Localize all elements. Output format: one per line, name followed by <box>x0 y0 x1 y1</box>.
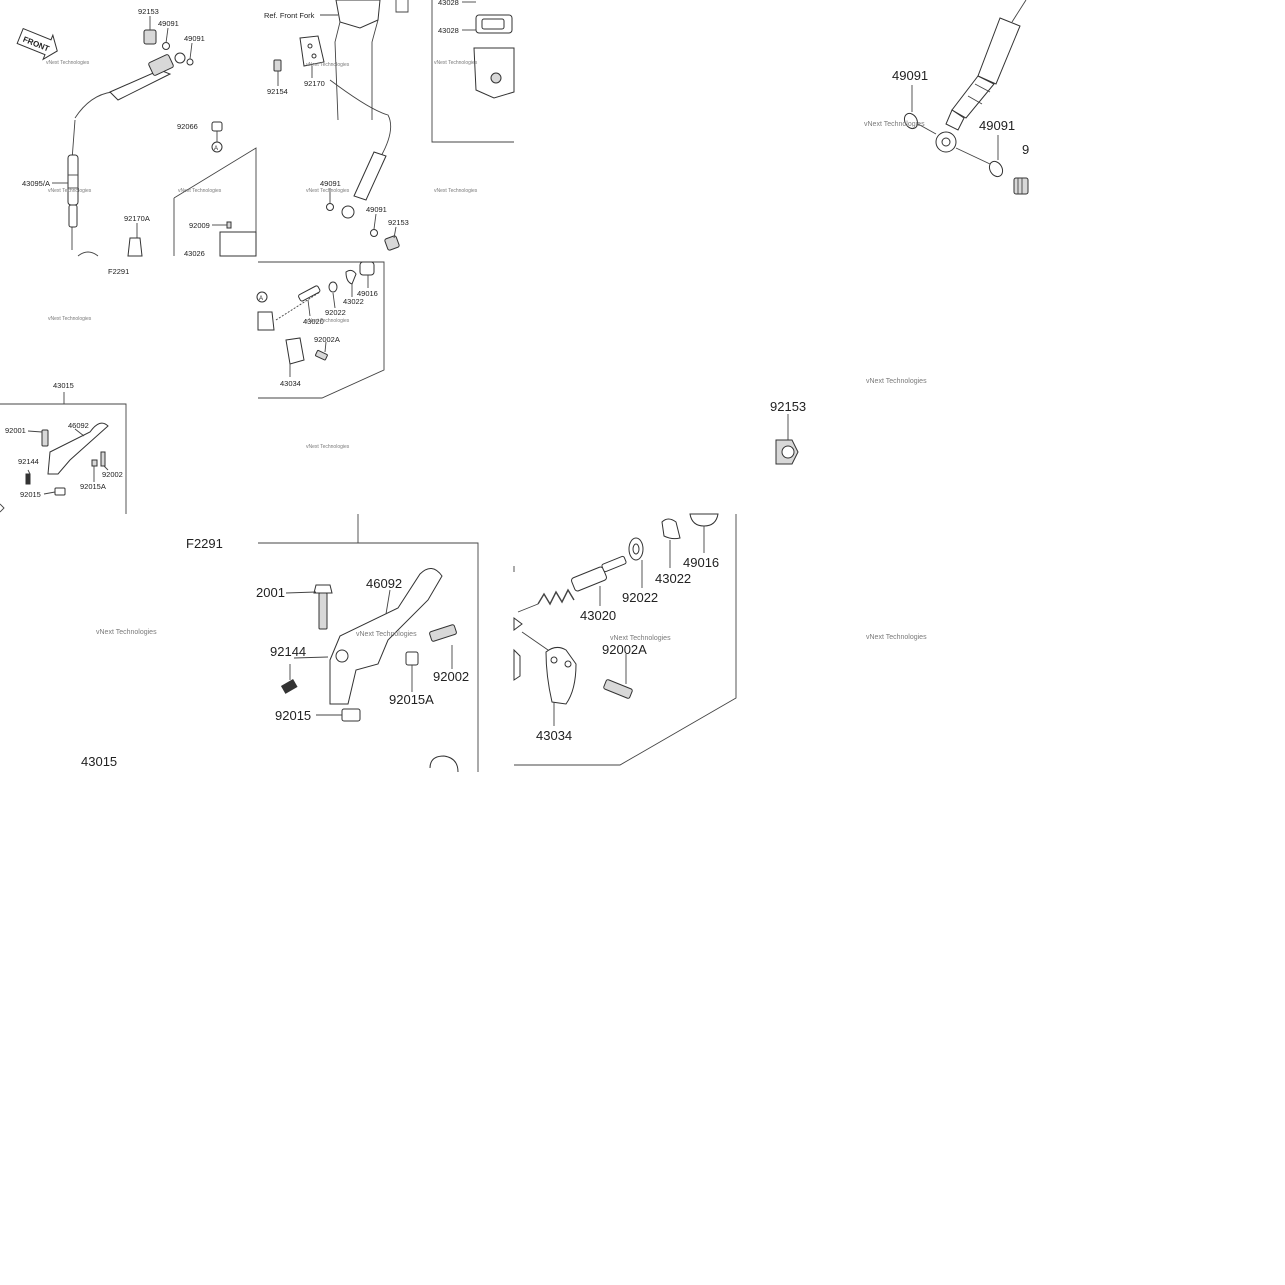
part-label: 49091 <box>892 68 928 83</box>
brake-hose <box>329 79 392 159</box>
bolt-partial <box>1013 177 1029 195</box>
part-label: 43015 <box>53 381 74 390</box>
svg-text:vNext Technologies: vNext Technologies <box>306 188 350 194</box>
part-label: 92066 <box>177 122 198 131</box>
watermark: vNext Technologies <box>866 378 927 385</box>
part-label: 49091 <box>158 19 179 28</box>
part-label: F2291 <box>108 267 129 276</box>
washer <box>988 160 1004 178</box>
svg-text:vNext Technologies: vNext Technologies <box>48 316 92 322</box>
svg-text:vNext Technologies: vNext Technologies <box>48 188 92 194</box>
part-label: 49091 <box>366 205 387 214</box>
cylinder-zoom: 43020 92022 43022 49016 43034 92002A vNe… <box>513 513 737 766</box>
part-label: 92015A <box>80 482 106 491</box>
washer <box>186 58 194 66</box>
part-label: 49091 <box>979 118 1015 133</box>
part-label: 92153 <box>770 399 806 414</box>
part-label: 92153 <box>138 7 159 16</box>
part-label: 9 <box>1022 142 1029 157</box>
lever-zoom: F2291 2001 46092 92144 92002 92015A 9201… <box>81 514 479 773</box>
part-label: 2001 <box>256 585 285 600</box>
part-label: 43015 <box>81 754 117 769</box>
watermark: vNext Technologies <box>864 121 925 128</box>
part-label: 92022 <box>325 308 346 317</box>
overview-diagram: FRONT 92153 49091 49091 A 92066 43095/ <box>0 0 515 514</box>
front-fork <box>335 0 381 29</box>
part-label: 92144 <box>270 644 306 659</box>
part-label: 43028 <box>438 0 459 7</box>
part-label: 43028 <box>438 26 459 35</box>
spring <box>537 588 575 606</box>
part-label: 49091 <box>320 179 341 188</box>
svg-text:vNext Technologies: vNext Technologies <box>434 60 478 66</box>
part-label: 92153 <box>388 218 409 227</box>
part-label: 92002A <box>602 642 647 657</box>
watermark: vNext Technologies vNext Technologies vN… <box>46 60 478 450</box>
part-label: 43022 <box>655 571 691 586</box>
svg-text:vNext Technologies: vNext Technologies <box>306 444 350 450</box>
part-label: 43034 <box>280 379 301 388</box>
boot <box>689 513 719 527</box>
watermark: vNext Technologies <box>866 634 927 641</box>
washer <box>162 42 170 50</box>
part-label: 92154 <box>267 87 288 96</box>
part-label: 46092 <box>366 576 402 591</box>
part-label: 92001 <box>5 426 26 435</box>
watermark: vNext Technologies <box>96 629 157 636</box>
washer <box>903 112 919 130</box>
part-label: 46092 <box>68 421 89 430</box>
figure-ref: F2291 <box>186 536 223 551</box>
part-label: 43026 <box>184 249 205 258</box>
part-label: 92144 <box>18 457 39 466</box>
svg-text:vNext Technologies: vNext Technologies <box>178 188 222 194</box>
part-label: 92015 <box>275 708 311 723</box>
svg-text:vNext Technologies: vNext Technologies <box>434 188 478 194</box>
callout-letter: A <box>259 296 263 302</box>
svg-text:vNext Technologies: vNext Technologies <box>46 60 90 66</box>
part-label: 43022 <box>343 297 364 306</box>
part-label: 43020 <box>580 608 616 623</box>
part-label: 92170A <box>124 214 150 223</box>
hose-zoom: 49091 49091 9 vNext Technologies <box>864 0 1029 195</box>
svg-text:vNext Technologies: vNext Technologies <box>306 62 350 68</box>
svg-text:vNext Technologies: vNext Technologies <box>306 318 350 324</box>
piston <box>571 566 607 592</box>
part-label: 49016 <box>357 289 378 298</box>
part-label: 92002A <box>314 335 340 344</box>
spring <box>280 679 298 694</box>
cable-line <box>74 91 113 119</box>
part-label: 49091 <box>184 34 205 43</box>
part-label: 92002 <box>102 470 123 479</box>
part-label: 43095/A <box>22 179 50 188</box>
watermark: vNext Technologies <box>356 631 417 638</box>
ref-label: Ref. Front Fork <box>264 11 315 20</box>
brake-lever <box>329 568 443 705</box>
circlip <box>661 518 681 540</box>
part-label: 49016 <box>683 555 719 570</box>
front-arrow-icon: FRONT <box>16 27 58 61</box>
part-label: 92002 <box>433 669 469 684</box>
part-label: 43020 <box>303 317 324 326</box>
bolt <box>603 679 633 699</box>
part-label: 92170 <box>304 79 325 88</box>
bracket <box>299 35 325 67</box>
partial-part <box>429 755 459 773</box>
hose-assembly-left <box>67 52 186 228</box>
part-label: 92009 <box>189 221 210 230</box>
hose-fitting <box>977 17 1021 85</box>
clamp <box>545 646 577 705</box>
bolt-zoom: 92153 vNext Technologies vNext Technolog… <box>770 378 927 641</box>
callout-letter: A <box>214 146 218 152</box>
banjo-bolt <box>143 29 157 45</box>
brake-lever <box>47 422 109 475</box>
part-label: 92015A <box>389 692 434 707</box>
watermark: vNext Technologies <box>610 635 671 642</box>
part-label: 92015 <box>20 490 41 499</box>
part-label: 92022 <box>622 590 658 605</box>
part-label: 43034 <box>536 728 572 743</box>
